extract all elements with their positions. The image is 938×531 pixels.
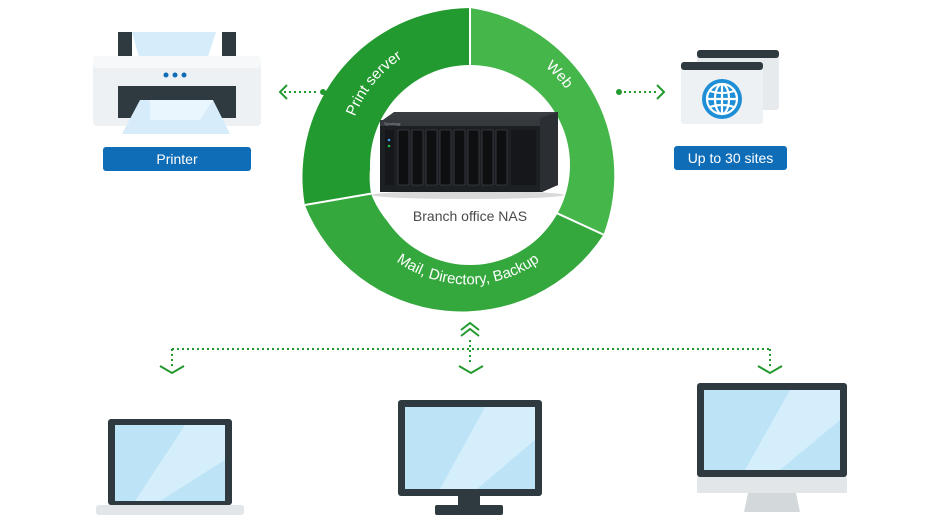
ring-segment-mail-directory-backup [304, 193, 604, 312]
nas-device-icon: Synology [372, 112, 564, 199]
web-arrow-icon [616, 84, 666, 100]
nas-brand-label: Synology [384, 121, 400, 126]
imac-icon [697, 383, 847, 512]
distribution-arrows [159, 321, 783, 375]
globe-icon [702, 79, 742, 119]
printer-icon [93, 32, 261, 134]
monitor-icon [398, 400, 542, 515]
printer-label: Printer [103, 147, 251, 171]
ring-segment-print-server [302, 8, 470, 205]
web-sites-label: Up to 30 sites [674, 146, 787, 170]
laptop-icon [96, 419, 244, 515]
nas-label: Branch office NAS [413, 208, 527, 224]
web-browser-icon [681, 50, 779, 124]
printer-arrow-icon [278, 84, 326, 100]
